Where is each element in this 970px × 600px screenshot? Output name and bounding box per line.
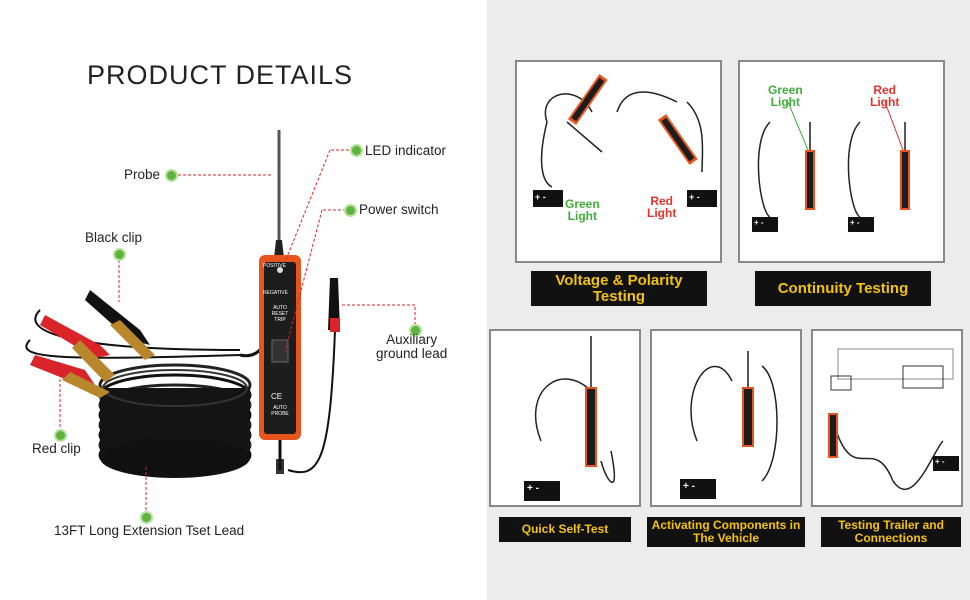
self-test-diagram <box>524 336 616 501</box>
black-clip <box>85 290 155 360</box>
trailer-panel: + - <box>811 329 963 507</box>
callout-aux-lead: Auxiliary ground lead <box>376 332 448 362</box>
callout-dot-icon <box>411 326 420 335</box>
callout-dot-icon <box>56 431 65 440</box>
red-light-label: Red Light <box>870 83 900 109</box>
callout-dot-icon <box>346 206 355 215</box>
battery-symbol: + - <box>935 457 945 466</box>
battery-symbol: + - <box>527 483 539 494</box>
callout-power: Power switch <box>359 202 439 217</box>
callout-extension-lead: 13FT Long Extension Tset Lead <box>54 523 245 538</box>
device-positive-label: POSITIVE <box>263 263 287 269</box>
callout-led: LED indicator <box>365 143 447 158</box>
tester-device <box>259 130 301 474</box>
red-clip <box>30 315 115 398</box>
components-panel: + - <box>650 329 802 507</box>
red-light-label: Red Light <box>647 194 677 220</box>
callout-dot-icon <box>142 513 151 522</box>
callout-red-clip: Red clip <box>32 441 81 456</box>
green-light-label: Green Light <box>565 197 600 223</box>
continuity-label: Continuity Testing <box>755 271 931 306</box>
callout-dot-icon <box>352 146 361 155</box>
self-test-label: Quick Self-Test <box>499 517 631 542</box>
battery-symbol: + - <box>689 192 700 202</box>
callout-black-clip: Black clip <box>85 230 143 245</box>
battery-symbol: + - <box>850 218 860 227</box>
product-details-section: PRODUCT DETAILS <box>25 60 448 538</box>
product-illustration <box>25 130 416 515</box>
battery-symbol: + - <box>754 218 764 227</box>
components-label: Activating Components in The Vehicle <box>647 517 805 547</box>
battery-symbol: + - <box>535 192 546 202</box>
voltage-polarity-diagram <box>533 74 717 207</box>
voltage-polarity-label: Voltage & Polarity Testing <box>531 271 707 306</box>
trailer-diagram <box>828 348 959 491</box>
usage-section: + - + - Green Light Red Light Voltage & … <box>487 0 970 600</box>
continuity-panel: + - + - Green Light Red Light <box>738 60 945 263</box>
device-negative-label: NEGATIVE <box>263 290 288 296</box>
device-auto-label: AUTO RESET TRIP <box>271 305 289 323</box>
trailer-label: Testing Trailer and Connections <box>821 517 961 547</box>
green-light-label: Green Light <box>768 83 803 109</box>
device-ce-label: CE <box>271 392 283 401</box>
callout-dot-icon <box>167 171 176 180</box>
page-title: PRODUCT DETAILS <box>87 60 354 90</box>
voltage-polarity-panel: + - + - Green Light Red Light <box>515 60 722 263</box>
continuity-diagram <box>752 101 910 232</box>
device-probe-label: AUTO PROBE <box>271 405 289 417</box>
extension-lead-coil <box>98 363 252 478</box>
components-diagram <box>680 351 778 499</box>
callout-probe: Probe <box>124 167 161 182</box>
self-test-panel: + - <box>489 329 641 507</box>
battery-symbol: + - <box>683 481 695 492</box>
callout-dot-icon <box>115 250 124 259</box>
